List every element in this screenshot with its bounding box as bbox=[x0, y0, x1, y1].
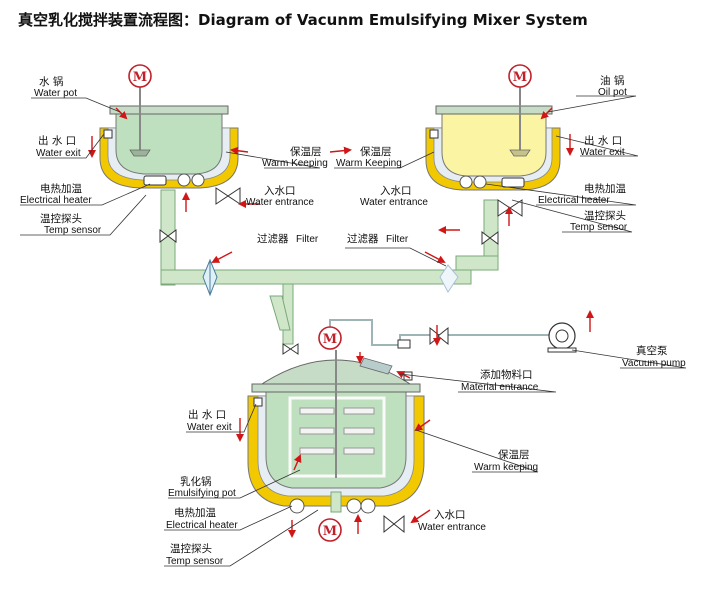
svg-text:出 水 口: 出 水 口 bbox=[584, 134, 622, 147]
svg-text:Warm keeping: Warm keeping bbox=[474, 462, 538, 473]
label-heater-right: 电热加温 Electrical heater bbox=[538, 182, 626, 206]
motor-left: M bbox=[128, 64, 152, 88]
svg-text:过滤器: 过滤器 bbox=[257, 232, 289, 245]
svg-text:Temp sensor: Temp sensor bbox=[44, 225, 102, 236]
diagram-title: 真空乳化搅拌装置流程图：Diagram of Vacunm Emulsifyin… bbox=[18, 11, 588, 29]
label-emulsifying-pot: 乳化锅 Emulsifying pot bbox=[168, 475, 236, 499]
svg-text:电热加温: 电热加温 bbox=[174, 506, 216, 519]
label-water-entrance-left: 入水口 Water entrance bbox=[246, 185, 314, 208]
leader-lines bbox=[20, 95, 687, 567]
label-warm-keeping-right: 保温层 Warm Keeping bbox=[336, 145, 402, 169]
svg-text:温控探头: 温控探头 bbox=[40, 212, 82, 225]
svg-text:M: M bbox=[513, 70, 527, 85]
label-water-exit-right: 出 水 口 Water exit bbox=[580, 134, 625, 158]
label-water-exit-left: 出 水 口 Water exit bbox=[36, 134, 81, 159]
svg-text:温控探头: 温控探头 bbox=[170, 542, 212, 555]
label-warm-keeping-left: 保温层 Warm Keeping bbox=[262, 145, 328, 169]
label-vacuum-pump: 真空泵 Vacuum pump bbox=[622, 344, 686, 369]
svg-text:乳化锅: 乳化锅 bbox=[180, 475, 212, 488]
svg-text:出 水 口: 出 水 口 bbox=[38, 134, 76, 147]
valves bbox=[159, 187, 523, 534]
svg-text:Water exit: Water exit bbox=[187, 422, 232, 433]
svg-text:入水口: 入水口 bbox=[380, 185, 412, 197]
label-water-entrance-bottom: 入水口 Water entrance bbox=[418, 509, 486, 533]
svg-text:Water entrance: Water entrance bbox=[360, 197, 428, 208]
svg-text:保温层: 保温层 bbox=[360, 145, 392, 158]
svg-text:电热加温: 电热加温 bbox=[40, 182, 82, 195]
filter-right bbox=[439, 264, 459, 293]
pipe-network bbox=[160, 189, 552, 346]
svg-text:Temp sensor: Temp sensor bbox=[570, 222, 628, 233]
label-warm-keeping-bottom: 保温层 Warm keeping bbox=[474, 448, 538, 473]
flow-arrows bbox=[88, 107, 594, 538]
svg-text:添加物料口: 添加物料口 bbox=[480, 368, 533, 381]
svg-text:Warm Keeping: Warm Keeping bbox=[336, 158, 402, 169]
label-sensor-right: 温控探头 Temp sensor bbox=[570, 209, 628, 233]
svg-text:Water entrance: Water entrance bbox=[246, 197, 314, 208]
svg-text:出 水 口: 出 水 口 bbox=[188, 408, 226, 421]
label-sensor-bottom: 温控探头 Temp sensor bbox=[166, 542, 224, 567]
svg-text:Water exit: Water exit bbox=[580, 147, 625, 158]
label-filter-right: 过滤器 Filter bbox=[347, 232, 409, 245]
water-pot-vessel bbox=[99, 84, 239, 189]
svg-text:Warm Keeping: Warm Keeping bbox=[262, 158, 328, 169]
svg-text:Temp sensor: Temp sensor bbox=[166, 556, 224, 567]
oil-pot-vessel bbox=[425, 84, 561, 191]
svg-text:Water exit: Water exit bbox=[36, 148, 81, 159]
label-water-pot: 水 锅 Water pot bbox=[34, 76, 77, 99]
motor-bottom-emulsifier: M bbox=[318, 518, 342, 542]
label-material-entrance: 添加物料口 Material entrance bbox=[461, 368, 539, 393]
svg-text:过滤器: 过滤器 bbox=[347, 232, 379, 245]
svg-text:温控探头: 温控探头 bbox=[584, 209, 626, 222]
svg-text:Water pot: Water pot bbox=[34, 88, 77, 99]
label-filter-left: 过滤器 Filter bbox=[257, 232, 319, 245]
svg-text:油 锅: 油 锅 bbox=[600, 74, 624, 87]
svg-text:Material entrance: Material entrance bbox=[461, 382, 539, 393]
filter-left bbox=[202, 258, 218, 297]
motor-top-emulsifier: M bbox=[318, 326, 342, 350]
svg-text:Electrical heater: Electrical heater bbox=[538, 195, 610, 206]
svg-text:Filter: Filter bbox=[296, 234, 319, 245]
label-water-exit-bottom: 出 水 口 Water exit bbox=[187, 408, 232, 433]
svg-text:真空泵: 真空泵 bbox=[636, 344, 668, 357]
svg-text:Water entrance: Water entrance bbox=[418, 522, 486, 533]
motor-right: M bbox=[508, 64, 532, 88]
svg-text:保温层: 保温层 bbox=[498, 448, 530, 461]
svg-text:水 锅: 水 锅 bbox=[39, 76, 63, 88]
label-sensor-left: 温控探头 Temp sensor bbox=[40, 212, 102, 236]
vacuum-pump-unit bbox=[547, 322, 577, 353]
svg-text:M: M bbox=[323, 332, 337, 347]
svg-text:Emulsifying pot: Emulsifying pot bbox=[168, 488, 236, 499]
svg-text:保温层: 保温层 bbox=[290, 145, 322, 158]
label-heater-bottom: 电热加温 Electrical heater bbox=[166, 506, 238, 531]
svg-text:Vacuum pump: Vacuum pump bbox=[622, 358, 686, 369]
label-oil-pot: 油 锅 Oil pot bbox=[598, 74, 627, 98]
emulsifying-pot-vessel bbox=[247, 350, 425, 514]
svg-text:M: M bbox=[323, 524, 337, 539]
svg-text:入水口: 入水口 bbox=[434, 509, 466, 521]
svg-text:Oil pot: Oil pot bbox=[598, 87, 627, 98]
svg-text:Filter: Filter bbox=[386, 234, 409, 245]
svg-text:M: M bbox=[133, 70, 147, 85]
svg-text:Electrical heater: Electrical heater bbox=[166, 520, 238, 531]
label-water-entrance-right: 入水口 Water entrance bbox=[360, 185, 428, 208]
svg-text:电热加温: 电热加温 bbox=[584, 182, 626, 195]
svg-text:入水口: 入水口 bbox=[264, 185, 296, 197]
label-heater-left: 电热加温 Electrical heater bbox=[20, 182, 92, 206]
svg-text:Electrical heater: Electrical heater bbox=[20, 195, 92, 206]
